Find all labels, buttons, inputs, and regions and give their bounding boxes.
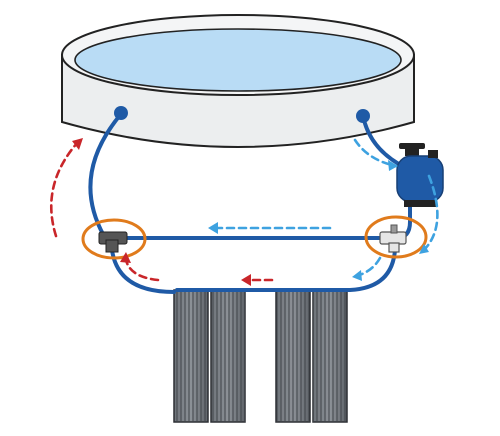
- pool-outlet-port: [356, 109, 370, 123]
- warm-from-panels-arrow: [124, 258, 160, 282]
- tee-junction: [98, 231, 128, 253]
- arrowhead: [352, 270, 362, 281]
- pipe-valve-to-panels: [175, 248, 397, 292]
- valve-highlight-ring: [364, 215, 428, 259]
- pool-inlet-port: [114, 106, 128, 120]
- bypass-valve: [379, 224, 407, 253]
- arrowhead: [120, 252, 131, 263]
- warm-to-pool-arrow: [49, 140, 80, 238]
- pool-water: [74, 28, 402, 92]
- arrowhead: [72, 138, 83, 150]
- tee-highlight-ring: [81, 218, 147, 260]
- arrowhead: [241, 274, 251, 286]
- cold-to-filter-arrow: [353, 138, 398, 168]
- warm-flow-arrows: [49, 140, 274, 282]
- filter-tank: [396, 155, 444, 203]
- arrowhead: [388, 160, 398, 171]
- solar-panels: [173, 289, 348, 423]
- pool: [61, 14, 415, 148]
- arrowhead: [208, 222, 218, 234]
- sand-filter: [396, 143, 444, 207]
- cold-bypass-arrow: [422, 174, 439, 252]
- arrowhead: [419, 244, 429, 254]
